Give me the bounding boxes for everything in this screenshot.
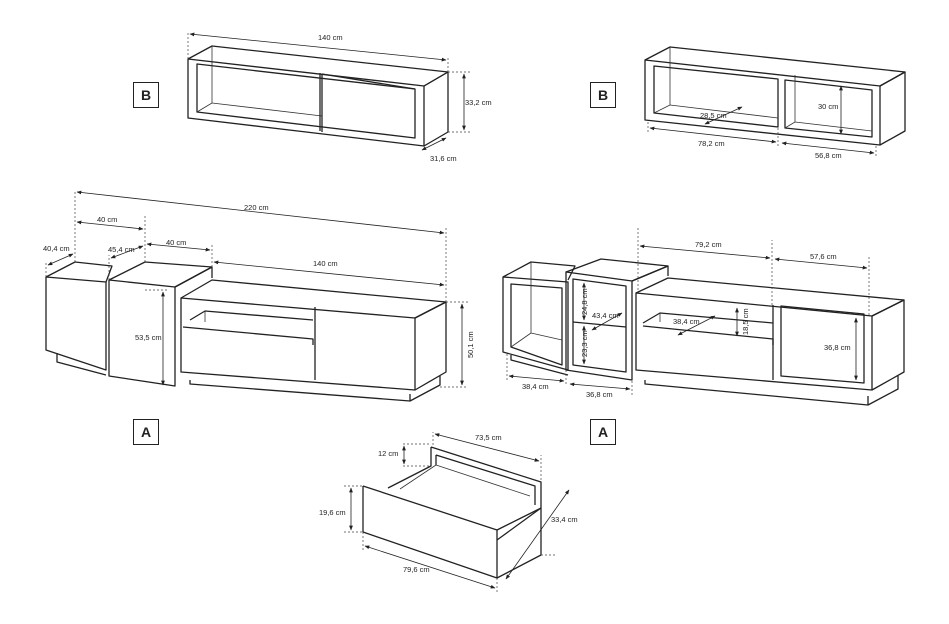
shelf-b-open-dims: 28,5 cm 78,2 cm 56,8 cm 30 cm bbox=[647, 85, 877, 160]
tv-unit-a-open bbox=[502, 258, 905, 406]
b2-left-width-label: 78,2 cm bbox=[698, 139, 725, 148]
drawer-width79-6-label: 79,6 cm bbox=[403, 565, 430, 574]
a2-depth38-4-label: 38,4 cm bbox=[673, 317, 700, 326]
b1-depth-label: 31,6 cm bbox=[430, 154, 457, 163]
badge-a-left: A bbox=[133, 419, 159, 445]
b2-right-width-label: 56,8 cm bbox=[815, 151, 842, 160]
a1-width40-top-label: 40 cm bbox=[97, 215, 117, 224]
a2-width57-6-label: 57,6 cm bbox=[810, 252, 837, 261]
a1-height53-5-label: 53,5 cm bbox=[135, 333, 162, 342]
a2-height18-5-label: 18,5 cm bbox=[741, 308, 750, 335]
badge-a-right: A bbox=[590, 419, 616, 445]
shelf-b-front-dims: 140 cm 33,2 cm 31,6 cm bbox=[187, 32, 492, 163]
a2-width38-4-left-label: 38,4 cm bbox=[522, 382, 549, 391]
a2-width36-8-bottom-label: 36,8 cm bbox=[586, 390, 613, 399]
a2-height23-3-label: 23,3 cm bbox=[580, 330, 589, 357]
a2-height36-8-label: 36,8 cm bbox=[824, 343, 851, 352]
a1-width140-label: 140 cm bbox=[313, 259, 338, 268]
badge-b-right: B bbox=[590, 82, 616, 108]
a2-width79-2-label: 79,2 cm bbox=[695, 240, 722, 249]
b1-width-label: 140 cm bbox=[318, 33, 343, 42]
drawer-height12-label: 12 cm bbox=[378, 449, 398, 458]
drawer-dims: 73,5 cm 12 cm 19,6 cm 33,4 cm 79,6 cm bbox=[319, 432, 578, 592]
drawer-height19-6-label: 19,6 cm bbox=[319, 508, 346, 517]
shelf-b-front bbox=[187, 45, 449, 147]
b2-height-label: 30 cm bbox=[818, 102, 838, 111]
b1-height-label: 33,2 cm bbox=[465, 98, 492, 107]
a2-depth43-4-label: 43,4 cm bbox=[592, 311, 619, 320]
tv-unit-a-closed-dims: 220 cm 40 cm 40,4 cm 45,4 cm 40 cm 140 c… bbox=[43, 190, 475, 388]
tv-unit-a-open-dims: 79,2 cm 57,6 cm 24,8 cm 43,4 cm 23,3 cm … bbox=[506, 228, 870, 399]
a1-height50-1-label: 50,1 cm bbox=[466, 331, 475, 358]
drawer-width73-5-label: 73,5 cm bbox=[475, 433, 502, 442]
tv-unit-a-closed bbox=[45, 261, 447, 402]
shelf-b-open bbox=[644, 46, 906, 146]
a1-depth45-4-label: 45,4 cm bbox=[108, 245, 135, 254]
a1-depth40-4-label: 40,4 cm bbox=[43, 244, 70, 253]
a2-height24-8-label: 24,8 cm bbox=[580, 288, 589, 315]
a1-width40-mid-label: 40 cm bbox=[166, 238, 186, 247]
a1-total-label: 220 cm bbox=[244, 203, 269, 212]
badge-b-left: B bbox=[133, 82, 159, 108]
drawer bbox=[362, 446, 542, 579]
b2-inner-depth-label: 28,5 cm bbox=[700, 111, 727, 120]
drawer-depth33-4-label: 33,4 cm bbox=[551, 515, 578, 524]
